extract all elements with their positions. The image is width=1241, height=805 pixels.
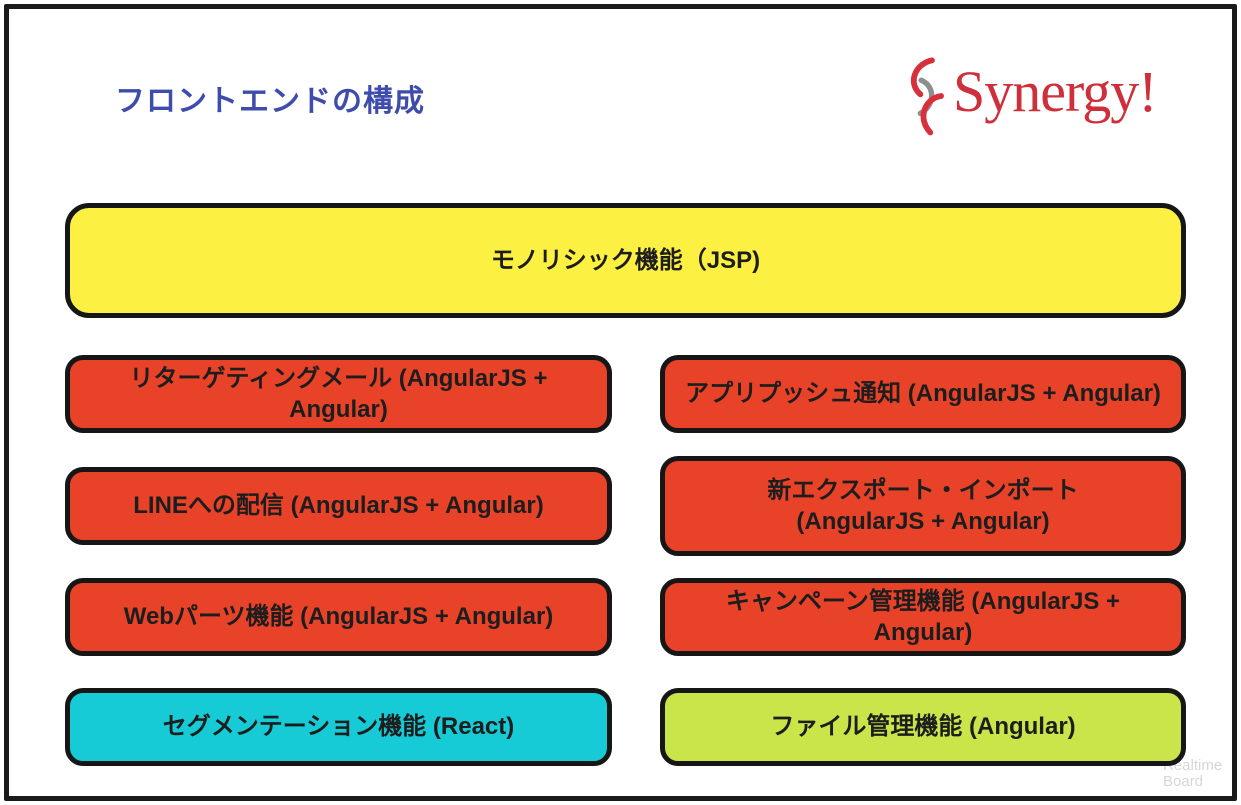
box-label: キャンペーン管理機能 (AngularJS + Angular) [725, 587, 1121, 646]
synergy-logo-text: Synergy! [953, 59, 1158, 124]
box-retargeting-mail: リターゲティングメール (AngularJS + Angular) [65, 355, 612, 433]
box-label: Webパーツ機能 (AngularJS + Angular) [123, 603, 554, 631]
box-campaign-mgmt: キャンペーン管理機能 (AngularJS + Angular) [660, 578, 1186, 656]
box-monolithic-jsp: モノリシック機能（JSP) [65, 203, 1186, 318]
synergy-logo: Synergy! [893, 48, 1158, 144]
box-label: セグメンテーション機能 (React) [162, 713, 515, 741]
box-segmentation: セグメンテーション機能 (React) [65, 688, 612, 766]
box-export-import: 新エクスポート・インポート (AngularJS + Angular) [660, 456, 1186, 556]
box-file-mgmt: ファイル管理機能 (Angular) [660, 688, 1186, 766]
box-label: ファイル管理機能 (Angular) [770, 713, 1076, 741]
box-line-delivery: LINEへの配信 (AngularJS + Angular) [65, 467, 612, 545]
box-label: モノリシック機能（JSP) [490, 246, 761, 274]
box-label: 新エクスポート・インポート (AngularJS + Angular) [767, 476, 1079, 535]
page-title: フロントエンドの構成 [115, 85, 425, 118]
watermark-line2: Board [1163, 773, 1204, 790]
synergy-swirl-icon [910, 57, 944, 136]
box-app-push: アプリプッシュ通知 (AngularJS + Angular) [660, 355, 1186, 433]
box-web-parts: Webパーツ機能 (AngularJS + Angular) [65, 578, 612, 656]
box-label: アプリプッシュ通知 (AngularJS + Angular) [685, 380, 1161, 408]
box-label: LINEへの配信 (AngularJS + Angular) [133, 492, 544, 520]
box-label: リターゲティングメール (AngularJS + Angular) [129, 364, 548, 423]
